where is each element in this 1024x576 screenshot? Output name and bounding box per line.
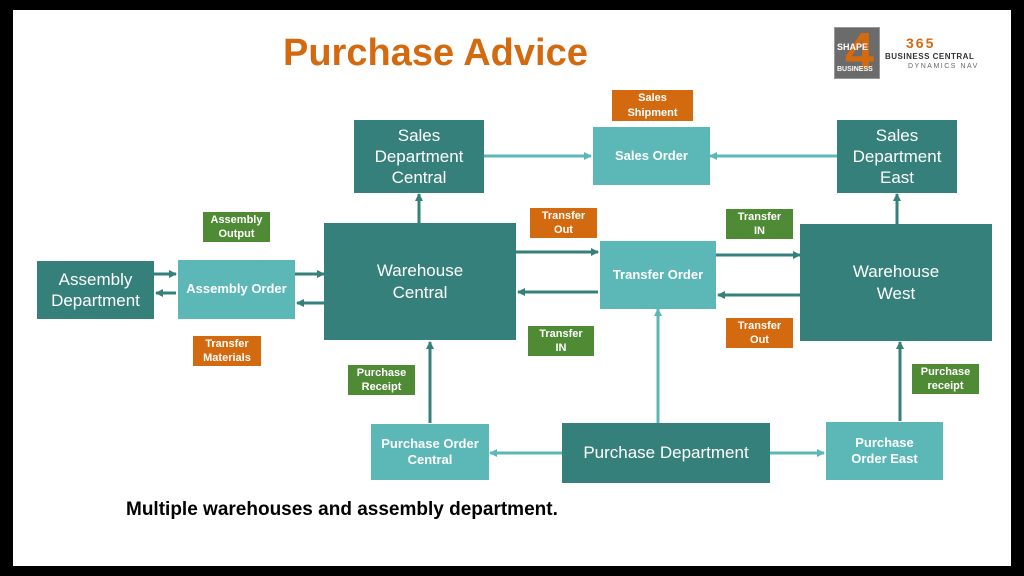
node-transfer-order: Transfer Order: [600, 241, 716, 309]
node-assembly-department: Assembly Department: [37, 261, 154, 319]
caption: Multiple warehouses and assembly departm…: [126, 499, 558, 520]
node-warehouse-west: Warehouse West: [800, 224, 992, 341]
tag-label: Transfer IN: [539, 327, 583, 354]
shape4business-logo: 4 SHAPE BUSINESS: [834, 27, 880, 79]
node-purchase-department: Purchase Department: [562, 423, 770, 483]
node-label: Sales Department East: [852, 125, 942, 188]
node-label: Purchase Order Central: [381, 435, 479, 467]
node-label: Assembly Department: [51, 269, 140, 310]
logo-digit: 4: [845, 27, 874, 79]
logo-subproduct: DYNAMICS NAV: [908, 63, 979, 70]
tag-assembly-output: Assembly Output: [203, 212, 270, 242]
tag-label: Assembly Output: [210, 213, 263, 240]
node-label: Sales Order: [615, 147, 688, 163]
node-sales-department-central: Sales Department Central: [354, 120, 484, 193]
tag-purchase-receipt-left: Purchase Receipt: [348, 365, 415, 395]
tag-label: Transfer Out: [737, 319, 782, 346]
tag-purchase-receipt-right: Purchase receipt: [912, 364, 979, 394]
node-purchase-order-east: Purchase Order East: [826, 422, 943, 480]
connector-arrows: [154, 152, 904, 457]
tag-transfer-out-left: Transfer Out: [530, 208, 597, 238]
node-label: Transfer Order: [612, 266, 704, 282]
node-assembly-order: Assembly Order: [178, 260, 295, 319]
node-label: Warehouse Central: [376, 261, 464, 302]
tag-label: Transfer IN: [737, 210, 782, 237]
node-purchase-order-central: Purchase Order Central: [371, 424, 489, 480]
tag-sales-shipment: Sales Shipment: [612, 90, 693, 121]
node-label: Sales Department Central: [374, 125, 464, 188]
node-label: Purchase Order East: [851, 434, 918, 466]
slide: Purchase Advice 4 SHAPE BUSINESS 365 BUS…: [13, 10, 1011, 566]
node-sales-order: Sales Order: [593, 127, 710, 185]
node-sales-department-east: Sales Department East: [837, 120, 957, 193]
node-label: Purchase Department: [583, 443, 749, 463]
tag-transfer-out-right: Transfer Out: [726, 318, 793, 348]
tag-label: Purchase Receipt: [356, 366, 407, 393]
tag-transfer-materials: Transfer Materials: [193, 336, 261, 366]
node-label: Warehouse West: [852, 262, 940, 303]
tag-transfer-in-left: Transfer IN: [528, 326, 594, 356]
tag-label: Transfer Materials: [203, 337, 251, 364]
tag-label: Purchase receipt: [920, 365, 971, 392]
tag-label: Transfer Out: [541, 209, 586, 236]
tag-label: Sales Shipment: [627, 92, 678, 119]
tag-transfer-in-right: Transfer IN: [726, 209, 793, 239]
logo-brand-top: SHAPE: [837, 42, 869, 52]
node-warehouse-central: Warehouse Central: [324, 223, 516, 340]
node-label: Assembly Order: [186, 281, 287, 297]
logo-brand-bottom: BUSINESS: [837, 66, 873, 73]
logo-number: 365: [906, 35, 936, 51]
logo-product: BUSINESS CENTRAL: [885, 52, 975, 61]
page-title: Purchase Advice: [283, 32, 588, 74]
